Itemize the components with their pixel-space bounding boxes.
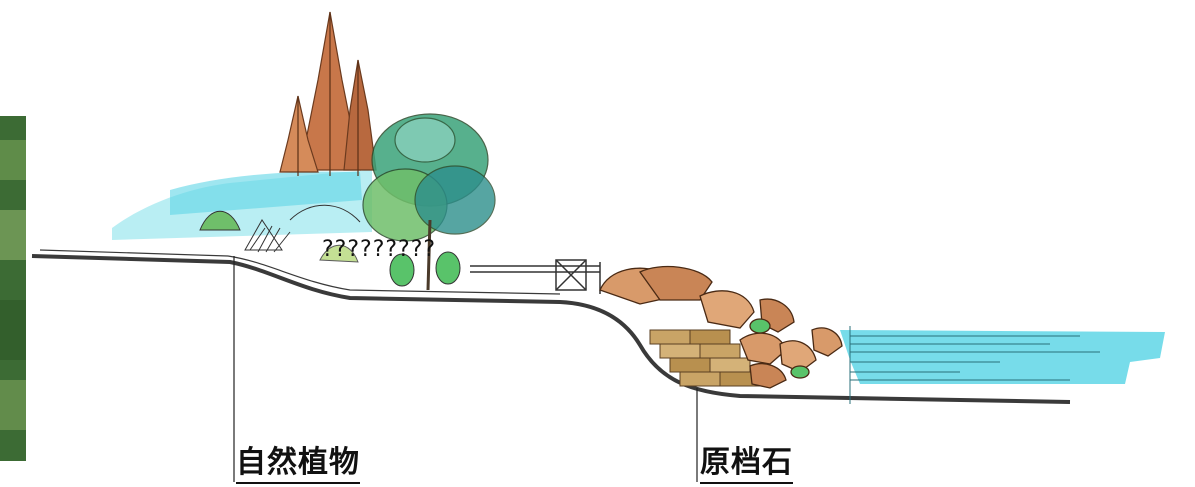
- shrubs: [199, 204, 461, 287]
- stone-wall: [649, 329, 761, 387]
- leader-lines: [233, 256, 698, 482]
- water-body: [840, 326, 1165, 404]
- boulders: [599, 265, 843, 389]
- conifer-trees: [279, 11, 377, 176]
- broadleaf-tree: [362, 113, 496, 291]
- plant-backdrop-wash-2: [170, 171, 362, 215]
- label-natural-plants: 自然植物: [236, 446, 360, 484]
- label-stone: 原档石: [700, 446, 793, 484]
- overlay-text: ?????????: [322, 237, 437, 262]
- railing: [470, 259, 601, 294]
- forest-photo-strip: [0, 116, 26, 461]
